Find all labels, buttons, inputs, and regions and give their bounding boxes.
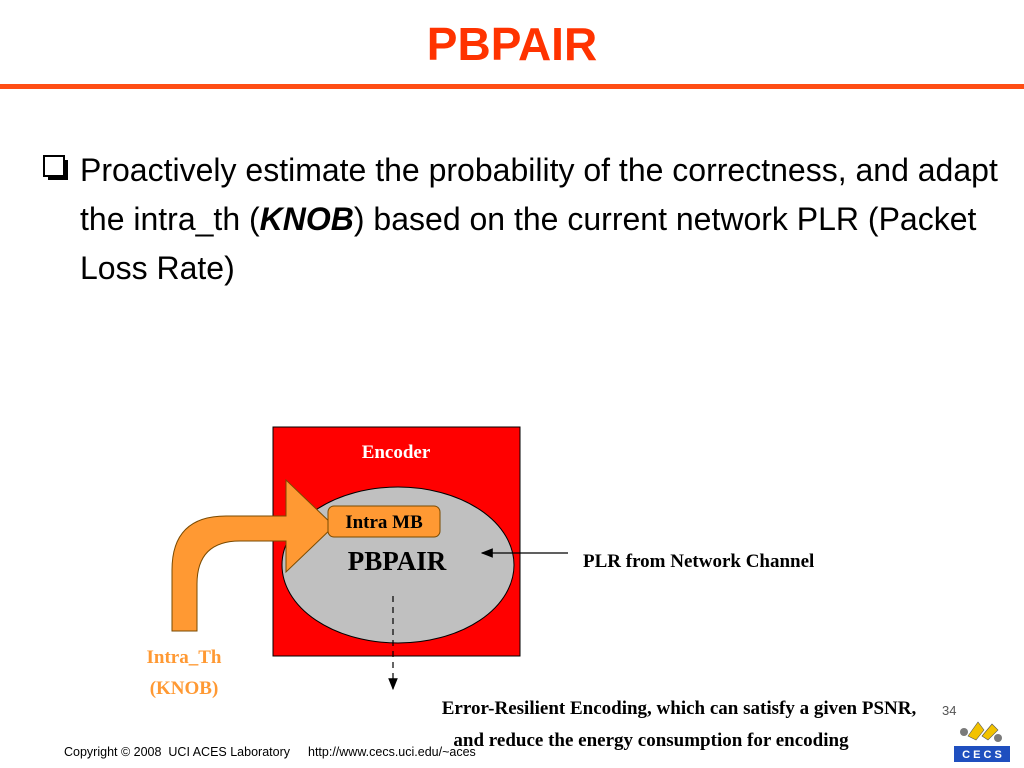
output-label-line2: and reduce the energy consumption for en… — [453, 730, 849, 751]
intra-mb-label: Intra MB — [345, 512, 423, 533]
plr-label: PLR from Network Channel — [583, 551, 814, 572]
footer-copyright: Copyright © 2008 UCI ACES Laboratory — [64, 745, 290, 759]
pbpair-core-label: PBPAIR — [348, 546, 447, 576]
title-divider — [0, 84, 1024, 89]
checkbox-bullet-icon — [43, 155, 68, 180]
footer: Copyright © 2008 UCI ACES Laboratory http… — [64, 745, 494, 759]
page-number: 34 — [942, 703, 957, 718]
encoder-label: Encoder — [362, 442, 431, 463]
logo-text: C E C S — [962, 749, 1002, 761]
output-label-line1: Error-Resilient Encoding, which can sati… — [442, 698, 917, 719]
knob-emphasis: KNOB — [259, 201, 354, 237]
intra-mb-box — [327, 505, 441, 538]
footer-url[interactable]: http://www.cecs.uci.edu/~aces — [308, 745, 476, 759]
intra-th-label-line2: (KNOB) — [150, 678, 219, 699]
slide-title: PBPAIR — [426, 18, 598, 70]
bullet-point: Proactively estimate the probability of … — [42, 146, 1002, 293]
bullet-text: Proactively estimate the probability of … — [80, 146, 1002, 293]
intra-th-label-line1: Intra_Th — [147, 647, 222, 668]
cecs-logo: C E C S — [954, 721, 1010, 762]
bullet-text-after: ) based on the current network PLR (Pack… — [80, 201, 977, 286]
bullet-text-before: Proactively estimate the probability of … — [80, 152, 998, 237]
